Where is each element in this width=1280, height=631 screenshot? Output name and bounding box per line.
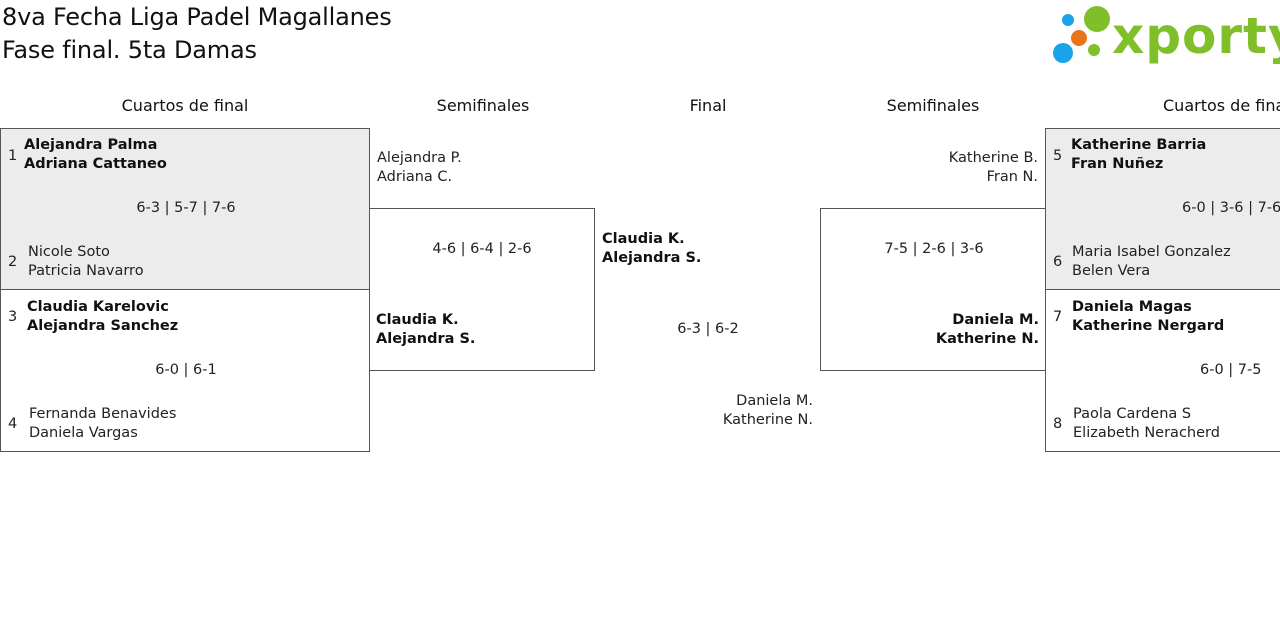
seed-number: 6 (1053, 254, 1063, 270)
xporty-logo: xporty (1050, 4, 1280, 68)
match-score: 4-6 | 6-4 | 2-6 (432, 241, 532, 257)
match-score: 6-3 | 5-7 | 7-6 (136, 200, 236, 216)
player-name: Nicole Soto (28, 244, 110, 260)
right-qf1-match: 5 Katherine Barria Fran Nuñez 6-0 | 3-6 … (1045, 128, 1280, 290)
page-title: 8va Fecha Liga Padel Magallanes (2, 3, 392, 31)
player-name: Daniela Vargas (29, 425, 138, 441)
player-name: Katherine B. (948, 150, 1038, 166)
seed-number: 2 (8, 254, 18, 270)
player-name: Belen Vera (1072, 263, 1151, 279)
final-score: 6-3 | 6-2 (677, 321, 739, 337)
player-name: Paola Cardena S (1073, 406, 1192, 422)
match-score: 7-5 | 2-6 | 3-6 (884, 241, 984, 257)
left-sf-match: 4-6 | 6-4 | 2-6 Claudia K. Alejandra S. (369, 208, 595, 371)
round-title-left-semis: Semifinales (436, 96, 530, 115)
page-subtitle: Fase final. 5ta Damas (2, 36, 257, 64)
player-name: Fernanda Benavides (29, 406, 177, 422)
player-name: Daniela M. (952, 312, 1039, 328)
player-name: Daniela M. (736, 393, 813, 409)
player-name: Alejandra S. (602, 250, 702, 266)
player-name: Alejandra Sanchez (27, 318, 179, 334)
player-name: Elizabeth Neracherd (1073, 425, 1220, 441)
left-qf2-match: 3 Claudia Karelovic Alejandra Sanchez 6-… (0, 289, 370, 452)
player-name: Alejandra P. (377, 150, 462, 166)
player-name: Adriana Cattaneo (24, 156, 167, 172)
round-title-right-quarters: Cuartos de final (1163, 96, 1280, 115)
seed-number: 1 (8, 148, 18, 164)
player-name: Claudia Karelovic (27, 299, 169, 315)
round-title-right-semis: Semifinales (886, 96, 980, 115)
player-name: Claudia K. (376, 312, 459, 328)
match-score: 6-0 | 7-5 (1200, 362, 1262, 378)
logo-dots-icon (1053, 6, 1110, 63)
seed-number: 5 (1053, 148, 1063, 164)
round-title-left-quarters: Cuartos de final (121, 96, 249, 115)
match-score: 6-0 | 3-6 | 7-6 (1182, 200, 1280, 216)
player-name: Katherine N. (722, 412, 813, 428)
player-name: Fran N. (986, 169, 1038, 185)
seed-number: 7 (1053, 309, 1063, 325)
right-sf-match: 7-5 | 2-6 | 3-6 Daniela M. Katherine N. (820, 208, 1046, 371)
round-title-final: Final (689, 96, 727, 115)
player-name: Fran Nuñez (1071, 156, 1164, 172)
player-name: Patricia Navarro (28, 263, 144, 279)
player-name: Katherine Nergard (1072, 318, 1225, 334)
player-name: Claudia K. (602, 231, 685, 247)
player-name: Alejandra Palma (24, 137, 158, 153)
seed-number: 8 (1053, 416, 1063, 432)
player-name: Alejandra S. (376, 331, 476, 347)
player-name: Daniela Magas (1072, 299, 1192, 315)
player-name: Adriana C. (377, 169, 453, 185)
seed-number: 4 (8, 416, 18, 432)
seed-number: 3 (8, 309, 18, 325)
player-name: Katherine Barria (1071, 137, 1207, 153)
match-score: 6-0 | 6-1 (155, 362, 217, 378)
right-qf2-match: 7 Daniela Magas Katherine Nergard 6-0 | … (1045, 289, 1280, 452)
left-qf1-match: 1 Alejandra Palma Adriana Cattaneo 6-3 |… (0, 128, 370, 290)
player-name: Maria Isabel Gonzalez (1072, 244, 1231, 260)
player-name: Katherine N. (935, 331, 1039, 347)
logo-text: xporty (1112, 7, 1280, 65)
